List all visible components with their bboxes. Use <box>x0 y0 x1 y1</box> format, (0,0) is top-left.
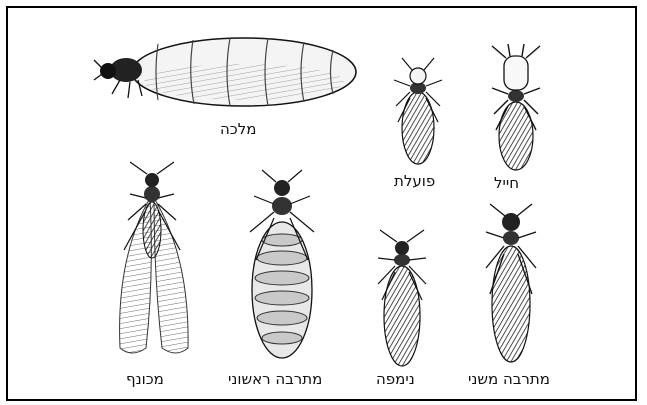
illustration-frame: מלכה פועלת חייל מכונף מתרבה ראשוני נימפה… <box>6 6 637 401</box>
termite-castes-illustration <box>8 8 639 403</box>
worker-figure <box>394 58 442 164</box>
label-queen: מלכה <box>220 120 256 138</box>
nymph-figure <box>378 230 426 366</box>
winged-figure <box>120 162 189 353</box>
primary-reproductive-figure <box>250 170 314 358</box>
soldier-figure <box>492 44 540 170</box>
queen-figure <box>94 38 356 106</box>
label-secondary-reproductive: מתרבה משני <box>468 370 550 388</box>
label-worker: פועלת <box>394 172 435 190</box>
label-nymph: נימפה <box>376 370 415 388</box>
secondary-reproductive-figure <box>486 204 536 362</box>
label-primary-reproductive: מתרבה ראשוני <box>228 370 322 388</box>
label-soldier: חייל <box>494 174 519 192</box>
label-winged: מכונף <box>126 370 164 388</box>
